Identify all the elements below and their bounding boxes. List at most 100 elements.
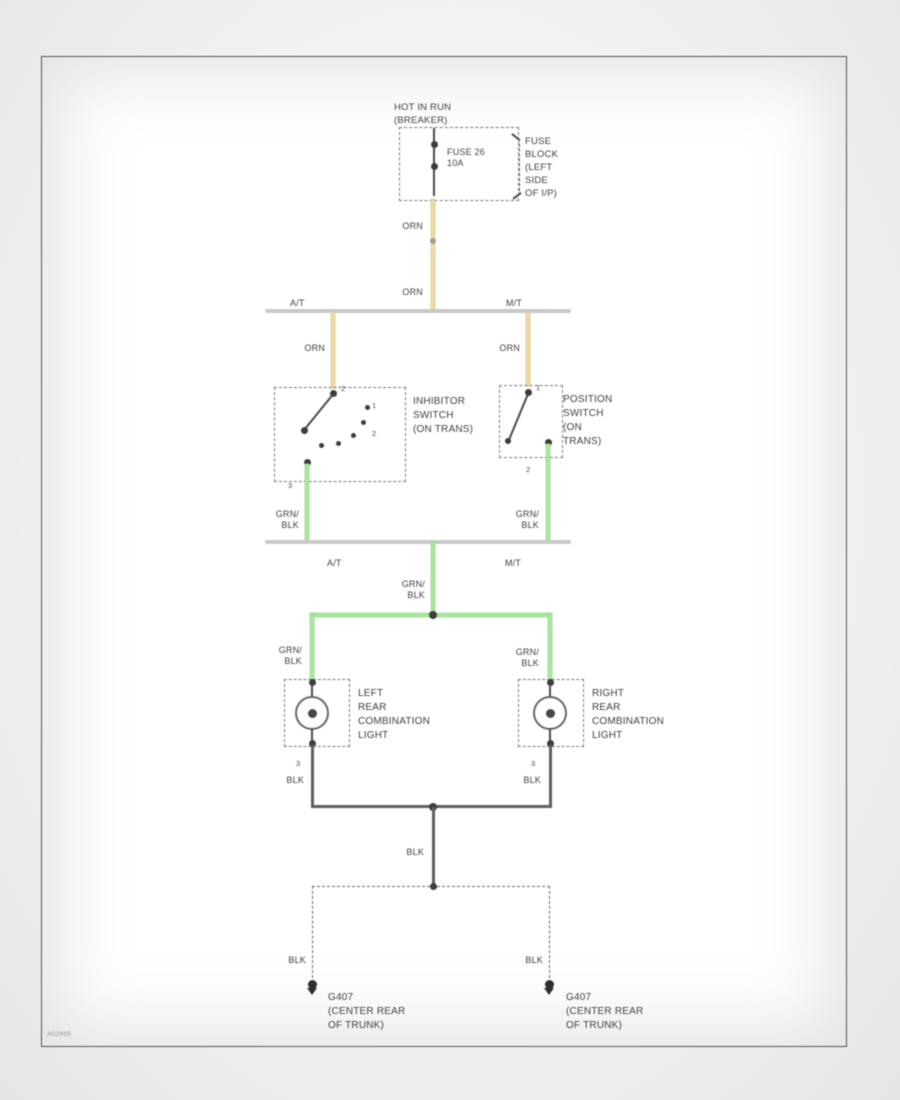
orn-left-text: ORN <box>304 343 325 353</box>
position-pin-top: 1 <box>536 383 540 392</box>
ground-symbol-left-icon <box>307 980 317 989</box>
left-lamp-line4: LIGHT <box>358 730 389 741</box>
position-switch-label: POSITION SWITCH (ON TRANS) <box>563 393 612 449</box>
inhibitor-contact-label-2-text: 2 <box>372 429 377 438</box>
wire-label-orn-upper: ORN <box>385 221 423 232</box>
blk-label-lamp-right: BLK <box>503 775 541 786</box>
grn-label-lamp-right: GRN/ BLK <box>499 647 539 669</box>
right-lamp-line3: COMBINATION <box>592 716 665 727</box>
blk-junction-dot <box>429 802 437 811</box>
ground-label-left: G407 (CENTER REAR OF TRUNK) <box>328 991 405 1033</box>
fuse-rating: 10A <box>447 158 464 168</box>
orn-upper-text: ORN <box>402 221 423 231</box>
grn-label-left-line2: BLK <box>281 520 299 530</box>
blk-wire-left <box>310 745 314 807</box>
position-pin-bottom: 2 <box>526 465 530 474</box>
left-lamp-stub-bottom <box>311 728 313 741</box>
wire-label-orn-right: ORN <box>482 343 520 354</box>
ground-label-right: G407 (CENTER REAR OF TRUNK) <box>566 991 643 1033</box>
ground-symbol-right-tip <box>544 988 554 995</box>
inhibitor-pivot-dot <box>300 426 308 434</box>
fuse-block-note-line2: BLOCK <box>525 149 559 160</box>
feed-wire-upper <box>431 199 435 311</box>
grn-lamp-left-line2: BLK <box>284 656 302 666</box>
blk-label-ground-left: BLK <box>268 955 306 966</box>
splice-bus-top <box>265 309 571 313</box>
inline-connector-dot <box>430 238 436 244</box>
ground-left-line3: OF TRUNK) <box>328 1020 385 1031</box>
grn-label-right: GRN/ BLK <box>499 509 539 531</box>
grn-label-center-line1: GRN/ <box>401 579 425 589</box>
position-terminal-bottom <box>544 438 552 446</box>
blk-lamp-left-text: BLK <box>286 775 304 785</box>
position-switch-box <box>499 385 563 458</box>
left-lamp-box <box>284 679 350 747</box>
ground-left-line2: (CENTER REAR <box>328 1006 406 1017</box>
feed-wire-left-branch <box>331 312 335 388</box>
inhibitor-pin-top-text: 2 <box>341 384 346 393</box>
power-heading-line1: HOT IN RUN <box>394 102 452 113</box>
grn-label-left: GRN/ BLK <box>259 509 299 531</box>
fuse-terminal-top <box>430 141 438 148</box>
position-pin-top-text: 1 <box>536 383 541 392</box>
right-lamp-pin-bottom: 3 <box>531 759 535 768</box>
left-lamp-pin-bottom: 3 <box>296 759 300 768</box>
ground-symbol-left-tip <box>307 988 317 995</box>
position-terminal-top <box>524 388 532 396</box>
bus-mid-at-text: A/T <box>327 558 342 568</box>
orn-right-text: ORN <box>499 343 520 353</box>
right-lamp-pin-text: 3 <box>531 759 536 768</box>
inhibitor-pin-bottom: 3 <box>288 481 292 490</box>
blk-ground-left-text: BLK <box>288 955 306 965</box>
inhibitor-contact-2 <box>335 440 341 446</box>
left-lamp-stub-top <box>311 685 313 698</box>
left-lamp-line1: LEFT <box>358 688 384 699</box>
ground-right-line2: (CENTER REAR <box>566 1006 644 1017</box>
blk-ground-right-text: BLK <box>525 955 543 965</box>
right-lamp-line2: REAR <box>592 702 621 713</box>
grn-label-right-line1: GRN/ <box>515 509 539 519</box>
blk-label-ground-right: BLK <box>505 955 543 966</box>
power-heading: HOT IN RUN (BREAKER) <box>394 101 451 127</box>
right-lamp-line4: LIGHT <box>592 730 623 741</box>
fuse-block-note-line3: (LEFT <box>525 162 553 173</box>
at-text: A/T <box>290 298 305 308</box>
fuse-block-box <box>399 127 519 201</box>
wire-label-orn-left: ORN <box>287 343 325 354</box>
right-lamp-stub-bottom <box>549 728 551 741</box>
grn-wire-right <box>546 444 550 540</box>
inhibitor-switch-label: INHIBITOR SWITCH (ON TRANS) <box>413 395 473 437</box>
grn-drop-right <box>548 613 552 679</box>
feed-wire-right-branch <box>526 312 530 386</box>
fuse-block-note: FUSE BLOCK (LEFT SIDE OF I/P) <box>525 135 558 200</box>
inhibitor-contact-5 <box>364 404 370 410</box>
right-lamp-bulb-center <box>545 708 555 718</box>
right-lamp-terminal-bottom <box>546 739 554 747</box>
fuse-label: FUSE 26 10A <box>447 147 485 169</box>
inhibitor-pin-bottom-text: 3 <box>288 481 293 490</box>
ground-left-line1: G407 <box>328 992 354 1003</box>
fuse-block-note-line4: SIDE <box>525 175 548 186</box>
inhibitor-contact-label-1-text: 1 <box>372 401 377 410</box>
bus-mid-label-mt: M/T <box>505 558 545 569</box>
blk-lamp-right-text: BLK <box>523 775 541 785</box>
ground-right-line1: G407 <box>566 992 592 1003</box>
ground-right-line3: OF TRUNK) <box>566 1020 623 1031</box>
blk-center-text: BLK <box>406 847 424 857</box>
blk-label-center: BLK <box>386 847 424 858</box>
left-lamp-line2: REAR <box>358 702 387 713</box>
grn-label-lamp-left: GRN/ BLK <box>262 645 302 667</box>
grn-lamp-right-line2: BLK <box>521 658 539 668</box>
diagram-sheet: HOT IN RUN (BREAKER) FUSE 26 10A FUSE BL… <box>41 56 847 1047</box>
right-lamp-stub-top <box>549 685 551 698</box>
orn-lower-text: ORN <box>402 287 423 297</box>
sheet-code: A02855 <box>47 1031 71 1038</box>
inhibitor-contact-1 <box>318 442 324 448</box>
ground-symbol-right-icon <box>544 980 554 989</box>
grn-lamp-left-line1: GRN/ <box>278 645 302 655</box>
grn-wire-center <box>431 542 435 615</box>
blk-wire-right <box>548 745 552 807</box>
inhibitor-switch-box <box>274 387 406 482</box>
power-heading-line2: (BREAKER) <box>394 115 448 126</box>
